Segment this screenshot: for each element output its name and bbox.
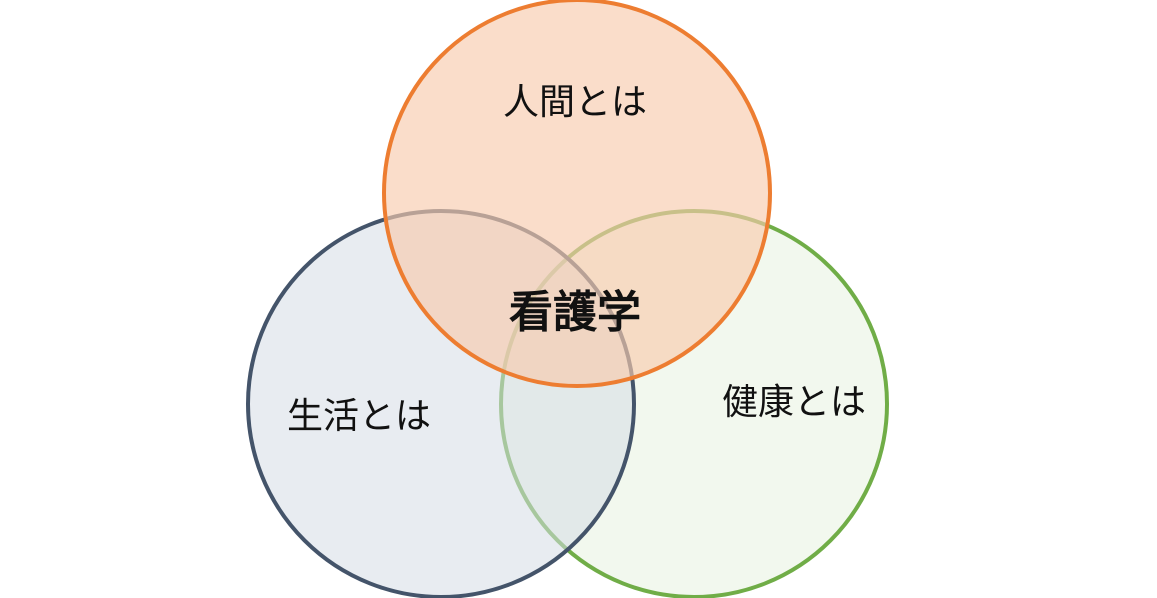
circle-human <box>382 0 772 388</box>
label-human: 人間とは <box>503 82 647 123</box>
label-life: 生活とは <box>287 396 431 437</box>
label-health: 健康とは <box>722 382 866 423</box>
center-label: 看護学 <box>509 287 641 338</box>
